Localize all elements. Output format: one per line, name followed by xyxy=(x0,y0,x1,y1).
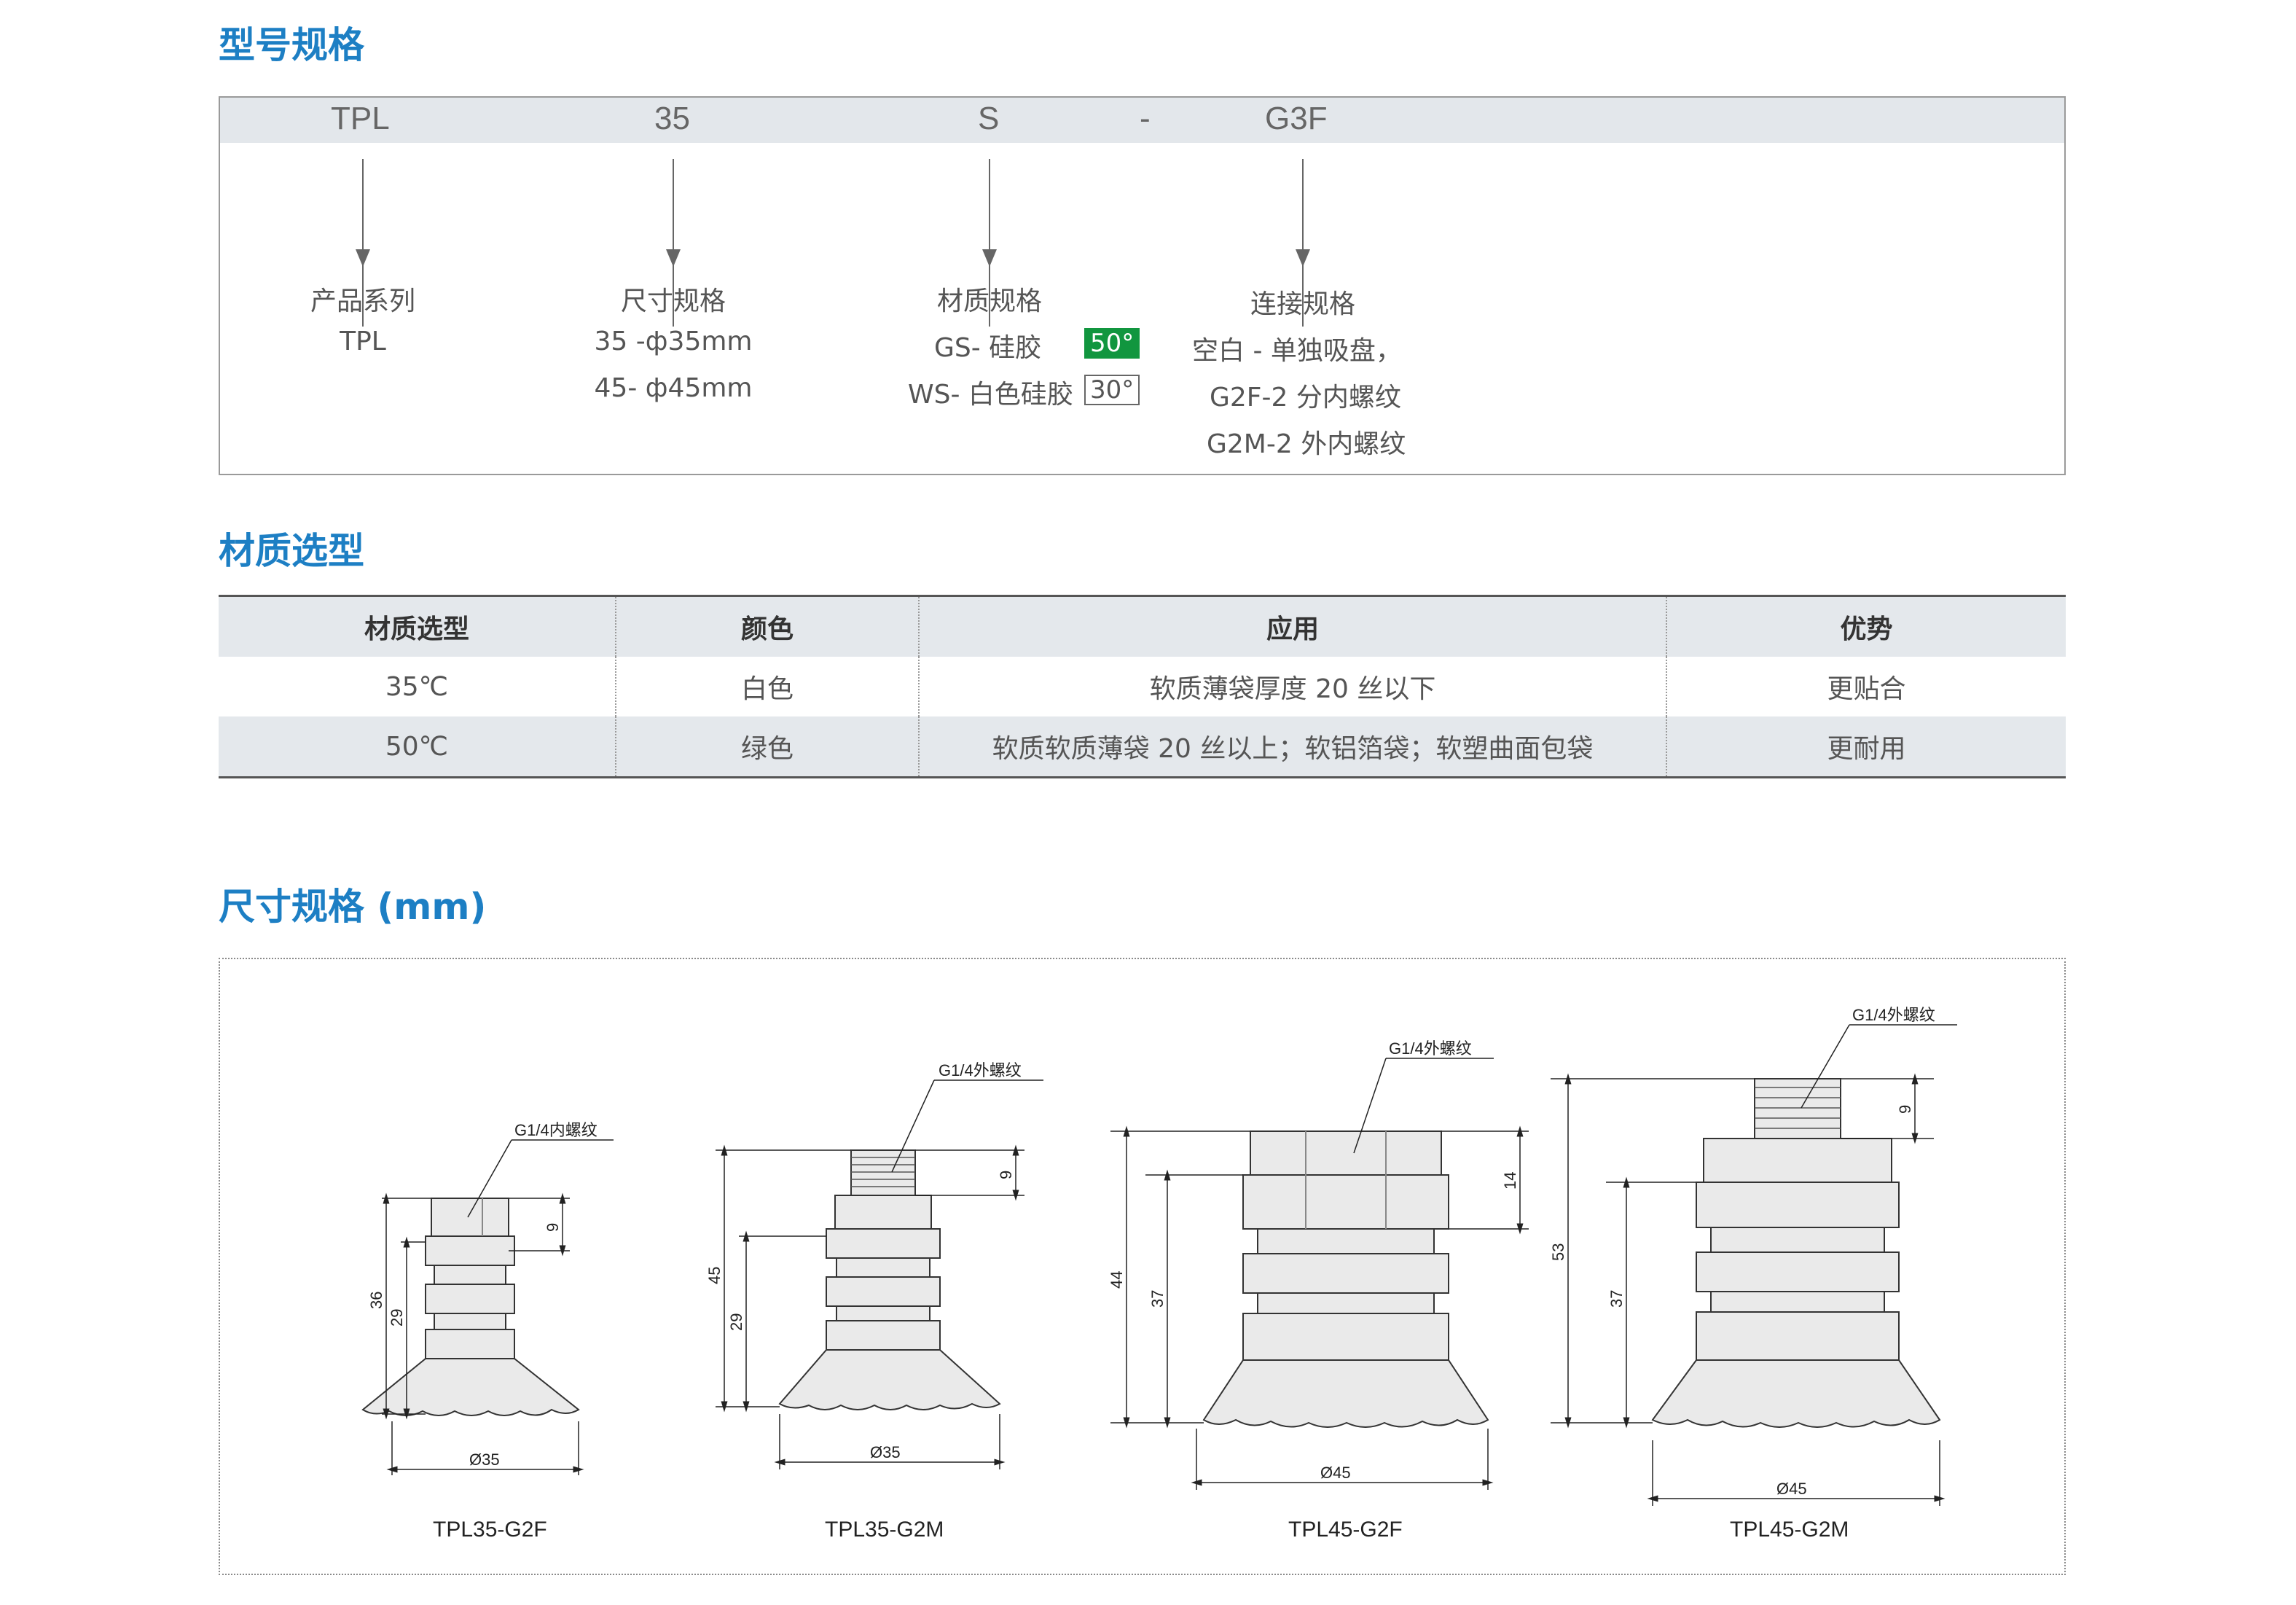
size-line-45: 45- ф45mm xyxy=(594,373,753,403)
cell-material: 35℃ xyxy=(219,657,616,716)
dim-total: 45 xyxy=(705,1267,724,1284)
connection-title: 连接规格 xyxy=(1250,289,1355,319)
material-line-gs: GS- 硅胶 xyxy=(934,333,1042,363)
dim-diameter: Ø35 xyxy=(870,1443,901,1461)
connection-line-blank: 空白 - 单独吸盘， xyxy=(1192,336,1402,366)
drawing-caption: TPL45-G2F xyxy=(1288,1518,1403,1542)
series-title: 产品系列 xyxy=(310,286,415,316)
table-row: 35℃ 白色 软质薄袋厚度 20 丝以下 更贴合 xyxy=(219,657,2066,716)
arrowhead-connection xyxy=(1296,249,1310,267)
code-connection: G3F xyxy=(1265,101,1328,136)
dimension-box: G1/4内螺纹 36 29 9 Ø35 TPL35-G2F xyxy=(219,958,2066,1575)
thread-label: G1/4外螺纹 xyxy=(939,1061,1022,1079)
drawing-caption: TPL35-G2M xyxy=(825,1518,944,1542)
header-advantage: 优势 xyxy=(1840,614,1893,644)
arrow-series xyxy=(362,159,364,327)
dimension-title: 尺寸规格 (mm) xyxy=(219,886,487,928)
cell-advantage: 更耐用 xyxy=(1827,734,1906,764)
dim-diameter: Ø35 xyxy=(469,1450,500,1469)
model-spec-box: TPL 35 S - G3F 产品系列 TPL 尺寸规格 35 -ф35mm 4… xyxy=(219,96,2066,475)
material-title: 材质规格 xyxy=(936,286,1042,316)
arrow-size xyxy=(673,159,674,327)
table-row: 50℃ 绿色 软质软质薄袋 20 丝以上；软铝箔袋；软塑曲面包袋 更耐用 xyxy=(219,716,2066,776)
dim-diameter: Ø45 xyxy=(1776,1480,1807,1498)
thread-label: G1/4外螺纹 xyxy=(1852,1006,1935,1024)
dim-thread: 9 xyxy=(997,1171,1015,1179)
dim-body: 37 xyxy=(1148,1290,1167,1308)
dim-diameter: Ø45 xyxy=(1320,1464,1351,1482)
dim-thread: 9 xyxy=(544,1223,562,1232)
model-spec-title: 型号规格 xyxy=(219,24,364,66)
material-line-ws: WS- 白色硅胶 xyxy=(908,380,1073,410)
code-separator: - xyxy=(1140,101,1151,136)
thread-label: G1/4内螺纹 xyxy=(514,1121,597,1139)
badge-30-outline: 30° xyxy=(1084,375,1140,405)
header-application: 应用 xyxy=(920,597,1667,657)
dims-tpl35-g2f xyxy=(382,1139,614,1475)
code-size: 35 xyxy=(654,101,690,136)
dim-total: 44 xyxy=(1108,1271,1126,1289)
dim-body: 29 xyxy=(388,1309,406,1327)
dim-total: 53 xyxy=(1549,1243,1567,1261)
material-table: 材质选型 颜色 应用 优势 35℃ 白色 软质薄袋厚度 20 丝以下 更贴合 5… xyxy=(219,595,2066,778)
threads-tpl35-g2m xyxy=(851,1157,915,1187)
size-line-35: 35 -ф35mm xyxy=(594,327,753,356)
arrowhead-material xyxy=(982,249,997,267)
dim-thread: 9 xyxy=(1896,1105,1914,1114)
dims-tpl35-g2m xyxy=(716,1079,1043,1469)
dim-thread: 14 xyxy=(1501,1172,1519,1190)
cell-application: 软质软质薄袋 20 丝以上；软铝箔袋；软塑曲面包袋 xyxy=(920,716,1667,776)
connection-line-g2f: G2F-2 分内螺纹 xyxy=(1210,383,1401,413)
dimension-drawings: G1/4内螺纹 36 29 9 Ø35 TPL35-G2F xyxy=(361,1006,1957,1542)
dim-body: 29 xyxy=(727,1313,745,1331)
code-material: S xyxy=(978,101,1000,136)
cell-color: 白色 xyxy=(616,657,920,716)
dim-body: 37 xyxy=(1607,1290,1626,1308)
cell-advantage: 更贴合 xyxy=(1827,674,1906,704)
dims-tpl45-g2f xyxy=(1110,1058,1529,1490)
material-select-title: 材质选型 xyxy=(219,530,364,572)
connection-line-g2m: G2M-2 外内螺纹 xyxy=(1207,429,1406,459)
header-color: 颜色 xyxy=(616,597,920,657)
model-code-band xyxy=(220,98,2064,143)
cell-color: 绿色 xyxy=(616,716,920,776)
drawing-caption: TPL35-G2F xyxy=(433,1518,547,1542)
series-value: TPL xyxy=(340,327,386,356)
arrow-material xyxy=(989,159,990,327)
drawing-tpl45-g2m xyxy=(1651,1078,1941,1428)
arrow-connection xyxy=(1302,159,1304,327)
code-series: TPL xyxy=(331,101,390,136)
drawing-tpl45-g2f xyxy=(1202,1130,1489,1428)
table-header-row: 材质选型 颜色 应用 优势 xyxy=(219,597,2066,657)
badge-50-green: 50° xyxy=(1084,328,1140,359)
dim-total: 36 xyxy=(367,1292,385,1309)
thread-label: G1/4外螺纹 xyxy=(1389,1039,1472,1058)
header-material: 材质选型 xyxy=(219,597,616,657)
arrowhead-series xyxy=(356,249,370,267)
size-title: 尺寸规格 xyxy=(620,286,726,316)
drawing-caption: TPL45-G2M xyxy=(1730,1518,1849,1542)
cell-application: 软质薄袋厚度 20 丝以下 xyxy=(920,657,1667,716)
cell-material: 50℃ xyxy=(219,716,616,776)
dims-tpl45-g2m xyxy=(1551,1024,1957,1506)
arrowhead-size xyxy=(666,249,681,267)
drawing-tpl35-g2f xyxy=(361,1198,580,1416)
threads-tpl45-g2m xyxy=(1755,1087,1841,1129)
drawing-tpl35-g2m xyxy=(778,1149,1001,1410)
